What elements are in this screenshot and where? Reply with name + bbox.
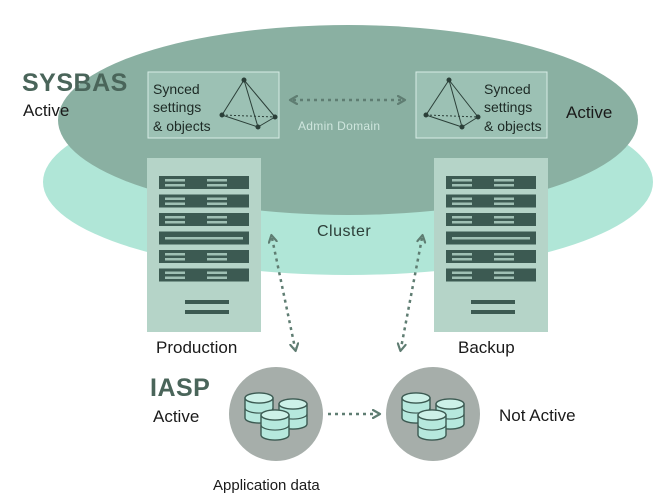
admin-domain-label: Admin Domain [298, 119, 381, 133]
not-active-label: Not Active [499, 406, 576, 425]
cluster-label: Cluster [317, 223, 372, 240]
production-iasp-arrow [272, 238, 295, 348]
database-icon [244, 392, 308, 441]
backup-server-icon [434, 158, 548, 332]
synced-pane-right [415, 71, 548, 139]
synced-left-line-3: & objects [153, 118, 211, 134]
backup-label: Backup [458, 338, 515, 357]
server-slot [446, 194, 536, 208]
server-slot [159, 231, 249, 245]
database-icon [401, 392, 465, 441]
backup-iasp-arrow [401, 238, 422, 348]
server-slot [446, 231, 536, 245]
synced-right-line-2: settings [484, 99, 533, 115]
synced-pane-left [147, 71, 280, 139]
sysbas-status: Active [23, 101, 70, 120]
sysbas-title: SYSBAS [22, 69, 128, 97]
server-slot [159, 176, 249, 189]
server-slot [446, 250, 536, 263]
synced-right-line-1: Synced [484, 81, 531, 97]
pyramid-icon [423, 77, 481, 130]
server-slot [159, 268, 249, 282]
server-slot [159, 250, 249, 263]
server-slot [159, 194, 249, 208]
server-slot [446, 213, 536, 226]
iasp-status: Active [153, 407, 200, 426]
synced-left-line-2: settings [153, 99, 202, 115]
synced-right-line-3: & objects [484, 118, 542, 134]
production-label: Production [156, 338, 238, 357]
disk-cylinder [417, 409, 447, 441]
iasp-title: IASP [150, 374, 211, 402]
backup-sysbas-status: Active [566, 103, 613, 122]
pyramid-icon [219, 77, 278, 130]
disk-cylinder [260, 409, 290, 441]
server-slot [446, 268, 536, 282]
server-slot [446, 176, 536, 189]
server-slot [159, 213, 249, 226]
application-data-label: Application data [213, 477, 320, 494]
synced-left-line-1: Synced [153, 81, 200, 97]
production-server-icon [147, 158, 261, 332]
